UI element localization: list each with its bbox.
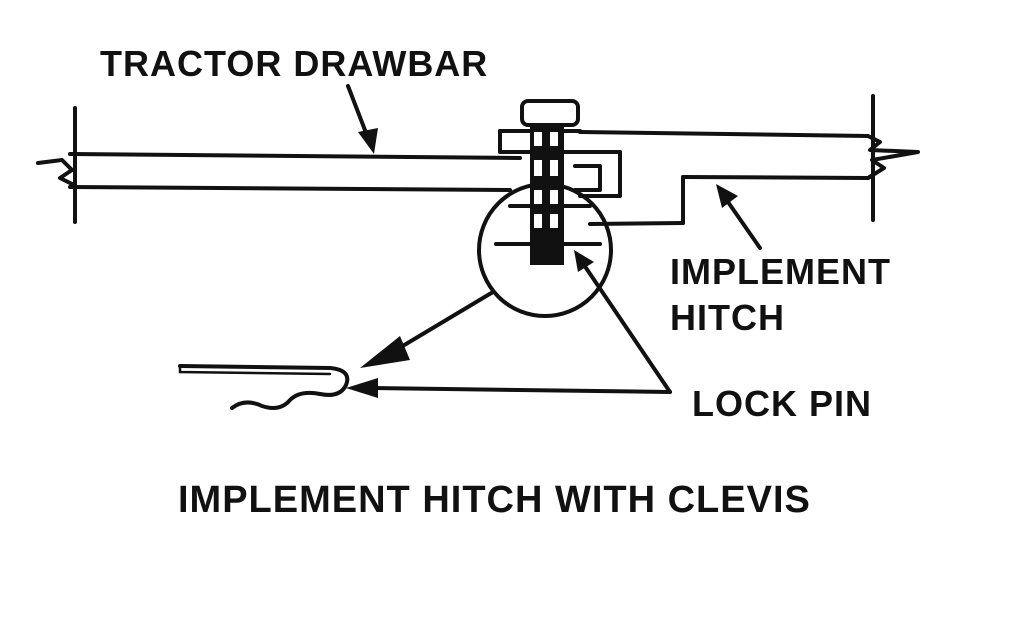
implement-hitch-leader: [716, 184, 762, 250]
lock-pin-detail: [178, 364, 350, 410]
tractor-drawbar-label: TRACTOR DRAWBAR: [100, 43, 488, 84]
implement-hitch-bar: [578, 94, 920, 226]
implement-label: IMPLEMENT: [670, 251, 891, 292]
tractor-drawbar-leader: [346, 84, 378, 154]
lock-pin-label: LOCK PIN: [692, 383, 872, 424]
hitch-label: HITCH: [670, 297, 785, 338]
detail-circle: [477, 182, 613, 318]
hitch-pin: [494, 99, 602, 265]
tractor-drawbar: [36, 106, 522, 224]
lock-pin-leaders: [346, 250, 672, 398]
diagram-caption: IMPLEMENT HITCH WITH CLEVIS: [178, 479, 811, 521]
detail-arrow: [360, 290, 495, 368]
